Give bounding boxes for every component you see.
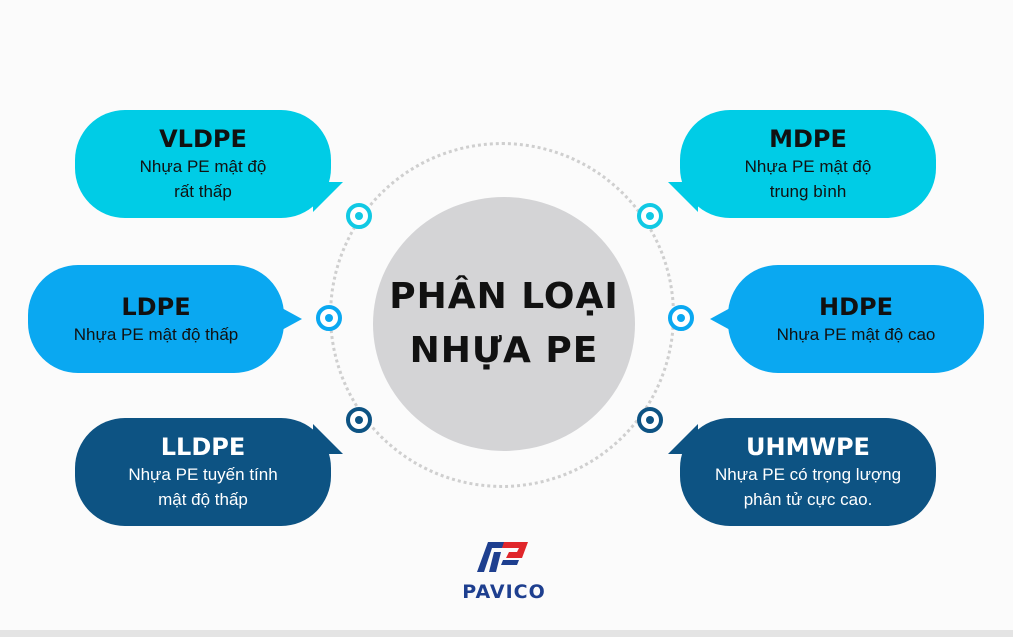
connector-dot-hdpe: [668, 305, 694, 331]
node-desc-line: phân tử cực cao.: [743, 490, 873, 509]
center-title-line-2: NHỰA PE: [409, 330, 599, 371]
bubble-tail: [710, 307, 732, 331]
node-title: HDPE: [819, 292, 893, 321]
node-desc-line: mật độ thấp: [158, 490, 248, 509]
pavico-logo: PAVICO: [458, 538, 550, 603]
node-desc-line: Nhựa PE mật độ: [744, 157, 872, 176]
node-desc-line: Nhựa PE tuyến tính: [128, 465, 278, 484]
node-desc-line: Nhựa PE có trọng lượng: [714, 465, 902, 484]
node-uhmwpe: UHMWPE Nhựa PE có trọng lượng phân tử cự…: [668, 418, 936, 526]
node-title: UHMWPE: [746, 433, 870, 461]
pavico-logo-mark: [477, 542, 528, 572]
node-title: VLDPE: [159, 125, 247, 153]
connector-dot-ldpe: [316, 305, 342, 331]
bubble-tail: [668, 182, 698, 212]
node-lldpe: LLDPE Nhựa PE tuyến tính mật độ thấp: [75, 418, 343, 526]
center-circle: PHÂN LOẠI NHỰA PE: [373, 197, 635, 451]
node-title: MDPE: [769, 125, 847, 153]
node-mdpe: MDPE Nhựa PE mật độ trung bình: [668, 110, 936, 218]
node-desc-line: trung bình: [769, 182, 847, 201]
bubble-tail: [668, 424, 698, 454]
logo-text: PAVICO: [462, 581, 546, 603]
bottom-band: [0, 630, 1013, 637]
node-title: LLDPE: [160, 433, 246, 461]
connector-dot-mdpe: [637, 203, 663, 229]
node-ldpe: LDPE Nhựa PE mật độ thấp: [28, 265, 302, 373]
node-desc-line: Nhựa PE mật độ: [139, 157, 267, 176]
node-vldpe: VLDPE Nhựa PE mật độ rất thấp: [75, 110, 343, 218]
node-title: LDPE: [121, 292, 191, 321]
center-title-line-1: PHÂN LOẠI: [389, 276, 619, 317]
node-desc-line: rất thấp: [174, 182, 232, 201]
node-desc-line: Nhựa PE mật độ cao: [776, 324, 936, 344]
bubble-tail: [313, 182, 343, 212]
connector-dot-uhmwpe: [637, 407, 663, 433]
node-desc-line: Nhựa PE mật độ thấp: [73, 324, 239, 344]
connector-dot-lldpe: [346, 407, 372, 433]
bubble-tail: [280, 307, 302, 331]
bubble-tail: [313, 424, 343, 454]
node-hdpe: HDPE Nhựa PE mật độ cao: [710, 265, 984, 373]
connector-dot-vldpe: [346, 203, 372, 229]
